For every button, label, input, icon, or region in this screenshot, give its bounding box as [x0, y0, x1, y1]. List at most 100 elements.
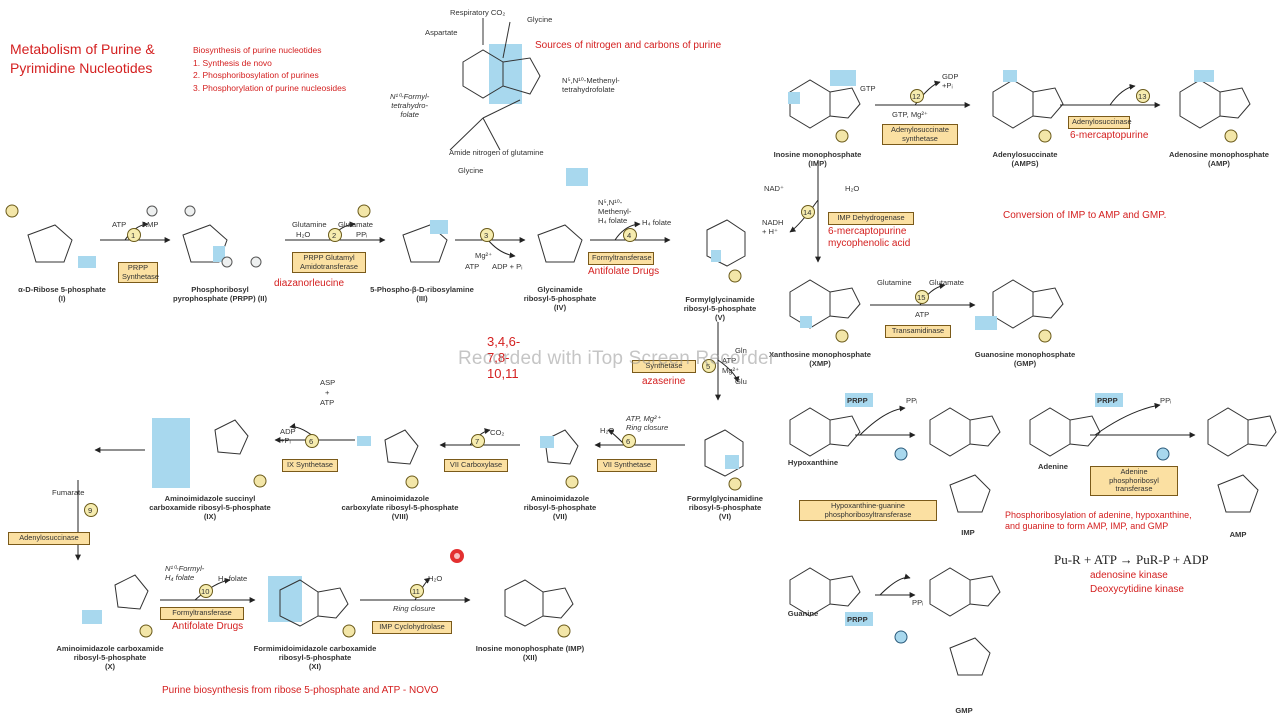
glutamine-15-label: Glutamine	[877, 278, 912, 287]
formyl-h4-label: N¹⁰-Formyl- H₄ folate	[165, 564, 205, 582]
gmp-salvage-label: GMP	[955, 706, 973, 715]
step-number: 10	[201, 587, 210, 596]
methenyl-h4-label: N⁵,N¹⁰- Methenyl- H₄ folate	[598, 198, 632, 225]
adenine-label: Adenine	[1038, 462, 1068, 471]
atp-8-label: ATP	[320, 398, 335, 407]
step-number: 14	[803, 208, 812, 217]
steps-list-line: 10,11	[487, 366, 519, 381]
h2o-label: H₂O	[296, 230, 311, 239]
enzyme-adenylosuccinate-synthetase: Adenylosuccinate synthetase	[882, 124, 958, 146]
phosphoribosylamine-label: 5-Phospho-β-D-ribosylamine (III)	[370, 285, 474, 303]
nadh-label: NADH + H⁺	[762, 218, 784, 236]
gtp-mg-label: GTP, Mg²⁺	[892, 110, 928, 119]
ppi-label: PPᵢ	[356, 230, 368, 239]
enzyme-transamidinase: Transamidinase	[885, 325, 951, 338]
gtp-label: GTP	[860, 84, 876, 93]
atp-label: ATP	[112, 220, 127, 229]
step-number: 12	[912, 92, 921, 101]
annotation-6mp-1: 6-mercaptopurine	[1070, 130, 1149, 141]
enzyme-prpp-synthetase: PRPP Synthetase	[118, 262, 159, 284]
hypoxanthine-label: Hypoxanthine	[787, 458, 839, 467]
step-number: 11	[412, 587, 420, 596]
imp-xii-label: Inosine monophosphate (IMP) (XII)	[475, 644, 585, 662]
steps-list-line: 3,4,6-	[487, 334, 521, 349]
glutamine-label: Glutamine	[292, 220, 327, 229]
imp-label: Inosine monophosphate (IMP)	[773, 150, 862, 168]
step-number: 5	[706, 362, 711, 371]
enzyme-formyltransferase-10: Formyltransferase	[160, 607, 244, 620]
air-label: Aminoimidazole ribosyl-5-phosphate (VII)	[523, 494, 597, 521]
step-number: 9	[88, 506, 93, 515]
step-number: 4	[627, 231, 632, 240]
ring-closure-label: ATP, Mg²⁺ Ring closure	[626, 414, 669, 432]
gmp-label: Guanosine monophosphate (GMP)	[974, 350, 1076, 368]
atp3-label: ATP	[465, 262, 480, 271]
annotation-deoxycytidine-kinase: Deoxycytidine kinase	[1090, 584, 1184, 595]
annotation-6mp-2: 6-mercaptopurine	[828, 226, 907, 237]
ring-closure-11-label: Ring closure	[393, 604, 436, 613]
mg5-label: Mg²⁺	[722, 366, 740, 375]
step-number: 1	[131, 231, 136, 240]
h4folate-10-label: H₄ folate	[218, 574, 248, 583]
note-item: 2. Phosphoribosylation of purines	[193, 70, 319, 81]
h2o-14-label: H₂O	[845, 184, 860, 193]
glycine-reagent-label: Glycine	[458, 166, 484, 175]
annotation-phosphoribosylation: Phosphoribosylation of adenine, hypoxant…	[1005, 510, 1192, 531]
step-number: 6	[309, 437, 314, 446]
gdp-label: GDP +Pᵢ	[942, 72, 959, 90]
annotation-conversion: Conversion of IMP to AMP and GMP.	[1003, 210, 1167, 221]
formyl-thf-label: N¹⁰-Formyl- tetrahydro- folate	[390, 92, 430, 119]
step-number: 6	[626, 437, 631, 446]
gln-label: Gln	[735, 346, 747, 355]
h4folate-label: H₄ folate	[642, 218, 672, 227]
ppi-3-label: PPᵢ	[912, 598, 924, 607]
annotation-diazanorleucine: diazanorleucine	[274, 278, 345, 289]
atp-15-label: ATP	[915, 310, 930, 319]
saicar-label: Aminoimidazole succinyl carboxamide ribo…	[149, 494, 271, 521]
title-line-2: Pyrimidine Nucleotides	[10, 60, 153, 76]
fgam-label: Formylglycinamidine ribosyl-5-phosphate …	[687, 494, 763, 521]
xmp-label: Xanthosine monophosphate (XMP)	[768, 350, 872, 368]
step-number: 2	[332, 231, 337, 240]
step-number: 7	[475, 437, 480, 446]
sources-heading: Sources of nitrogen and carbons of purin…	[535, 40, 722, 51]
atp5-label: ATP	[722, 356, 737, 365]
steps-list-line: 7,8-	[487, 350, 510, 365]
recorder-watermark: Recorded with iTop Screen Recorder	[458, 348, 776, 369]
annotation-azaserine: azaserine	[642, 376, 686, 387]
r5p-label: α-D-Ribose 5-phosphate (I)	[18, 285, 106, 303]
title-line-1: Metabolism of Purine &	[10, 41, 155, 57]
aspartate-label: Aspartate	[425, 28, 458, 37]
enzyme-imp-cyclohydrolase: IMP Cyclohydrolase	[372, 621, 452, 634]
annotation-antifolate-1: Antifolate Drugs	[588, 266, 660, 277]
step-number: 13	[1138, 92, 1147, 101]
fumarate-label: Fumarate	[52, 488, 85, 497]
note-item: 3. Phosphorylation of purine nucleosides	[193, 82, 347, 93]
enzyme-synthetase-5: Synthetase	[632, 360, 696, 373]
note-item: Biosynthesis of purine nucleotides	[193, 45, 322, 55]
step-number: 15	[917, 293, 926, 302]
prpp-1-label: PRPP	[847, 396, 868, 405]
enzyme-vii-carboxylase: VII Carboxylase	[444, 459, 508, 472]
respiratory-co2-label: Respiratory CO₂	[450, 8, 506, 17]
adp-pi-8-label: ADP +Pᵢ	[280, 427, 296, 445]
enzyme-imp-dehydrogenase: IMP Dehydrogenase	[828, 212, 914, 225]
notes-list: Biosynthesis of purine nucleotides 1. Sy…	[193, 44, 346, 94]
glu-label: Glu	[735, 377, 747, 386]
amp-label: Adenosine monophosphate (AMP)	[1169, 150, 1269, 168]
methenyl-thf-label: N⁵,N¹⁰-Methenyl- tetrahydrofolate	[562, 76, 620, 94]
faicar-label: Formimidoimidazole carboxamide ribosyl-5…	[253, 644, 377, 671]
prpp-2-label: PRPP	[1097, 396, 1118, 405]
amps-label: Adenylosuccinate (AMPS)	[992, 150, 1058, 168]
gar-label: Glycinamide ribosyl-5-phosphate (IV)	[523, 285, 597, 312]
enzyme-prpp-amidotransferase: PRPP Glutamyl Amidotransferase	[292, 252, 366, 274]
amide-nitrogen-label: Amide nitrogen of glutamine	[449, 148, 544, 157]
ppi-2-label: PPᵢ	[1160, 396, 1172, 405]
enzyme-formyltransferase-4: Formyltransferase	[588, 252, 654, 265]
prpp-3-label: PRPP	[847, 615, 868, 624]
h2o-6-label: H₂O	[600, 426, 615, 435]
enzyme-hgprt: Hypoxanthine-guanine phosphoribosyltrans…	[799, 500, 937, 522]
enzyme-aprt: Adenine phosphoribosyl transferase	[1090, 466, 1178, 496]
glutamate-label: Glutamate	[338, 220, 374, 229]
